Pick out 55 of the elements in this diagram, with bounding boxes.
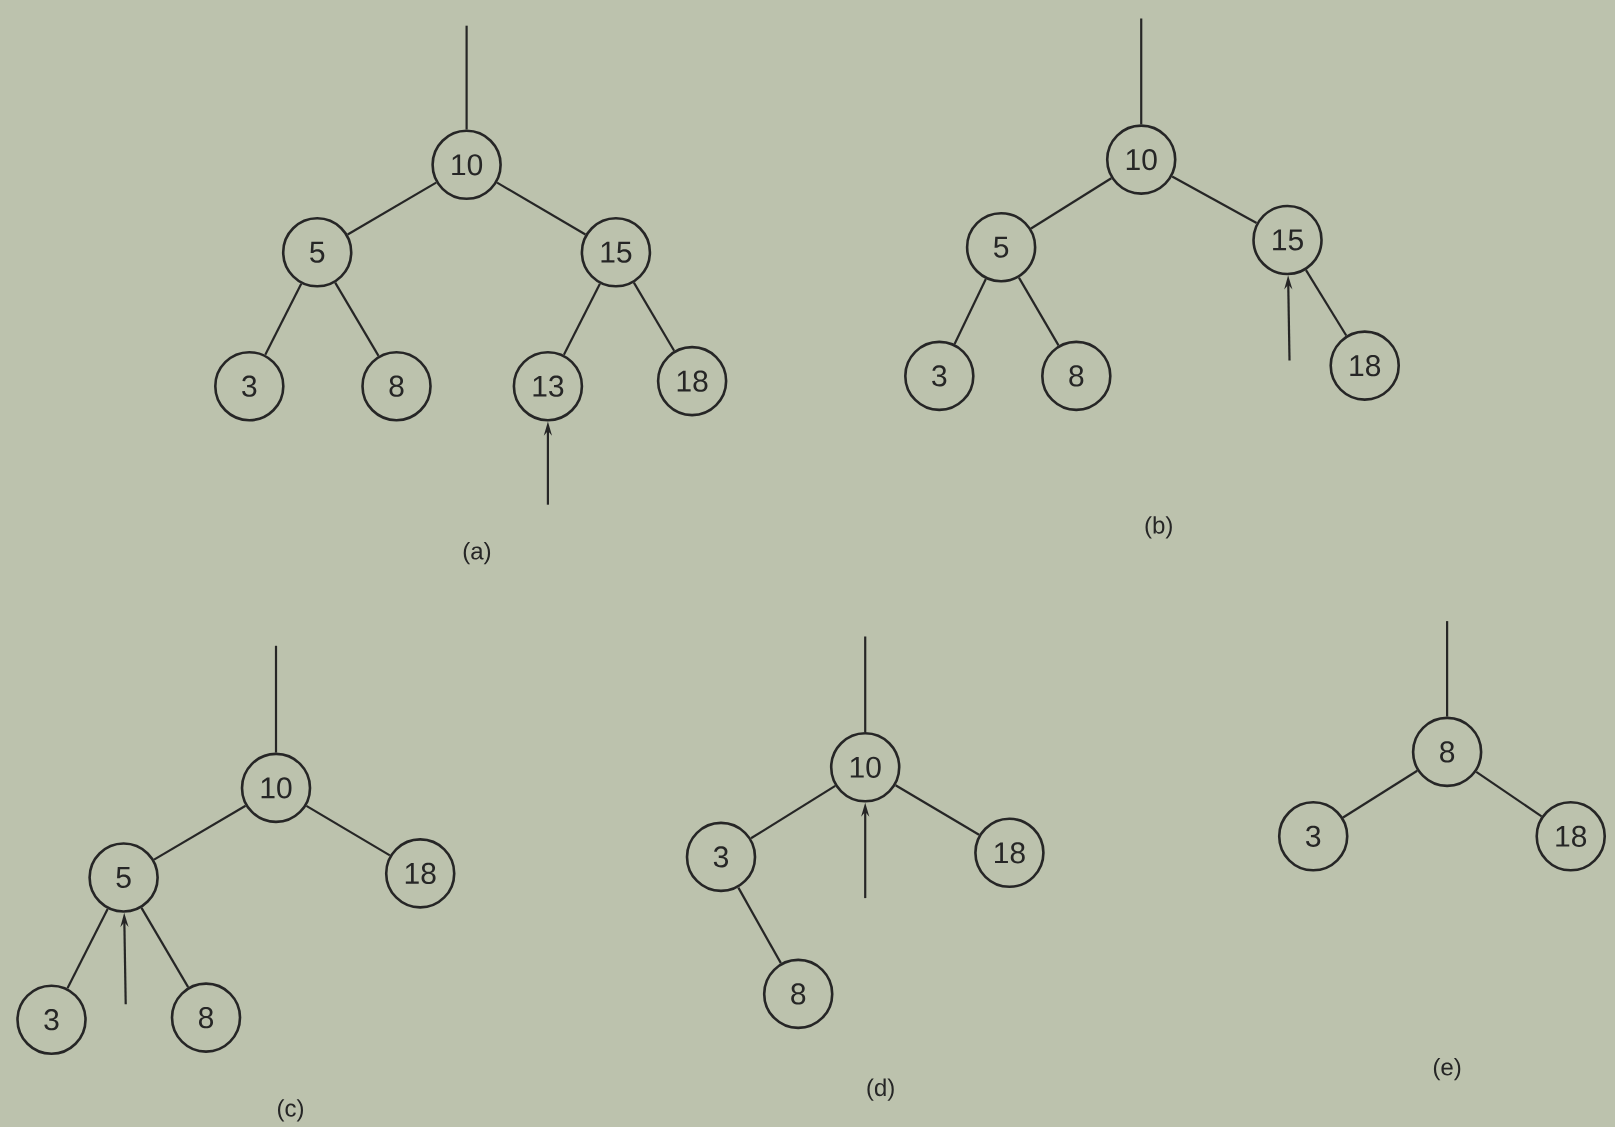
tree-edge xyxy=(1475,770,1543,818)
tree-edge xyxy=(334,282,380,357)
tree-node: 5 xyxy=(88,842,159,913)
tree-node: 3 xyxy=(16,984,87,1055)
tree-edge xyxy=(750,785,836,840)
tree-edge xyxy=(1017,277,1060,346)
panel-label: (b) xyxy=(1145,516,1172,539)
tree-node: 8 xyxy=(1041,340,1112,412)
tree-edge xyxy=(347,181,437,236)
tree-edge xyxy=(895,784,980,836)
tree-node: 15 xyxy=(1252,204,1323,276)
tree-node: 8 xyxy=(170,982,242,1053)
tree-edge xyxy=(305,804,391,857)
tree-node: 10 xyxy=(1105,124,1177,195)
tree-edge xyxy=(1030,177,1112,230)
tree-node: 8 xyxy=(361,350,432,422)
tree-node: 5 xyxy=(281,217,353,288)
root-line xyxy=(274,645,278,753)
tree-edge xyxy=(1305,269,1348,337)
tree-node: 10 xyxy=(240,752,312,824)
tree-edge xyxy=(153,804,247,861)
tree-edge xyxy=(562,283,601,356)
panel-label: (a) xyxy=(463,541,491,565)
tree-edge xyxy=(496,181,586,236)
tree-node: 10 xyxy=(829,732,901,803)
tree-edge xyxy=(1171,175,1258,224)
tree-edge xyxy=(632,282,676,352)
tree-node: 8 xyxy=(1411,716,1483,788)
root-line xyxy=(864,636,867,732)
tree-node: 13 xyxy=(512,350,584,422)
tree-node: 18 xyxy=(974,817,1045,889)
tree-node: 15 xyxy=(580,217,652,288)
tree-edge xyxy=(737,887,782,964)
panel-label: (d) xyxy=(867,1078,894,1101)
tree-node: 18 xyxy=(1329,330,1400,401)
tree-edge xyxy=(66,908,109,989)
tree-edge xyxy=(140,907,190,988)
panel-label: (c) xyxy=(278,1099,303,1122)
tree-node: 3 xyxy=(214,350,285,422)
tree-edge xyxy=(953,278,987,345)
tree-node: 10 xyxy=(431,129,502,201)
panel-label: (e) xyxy=(1433,1057,1461,1081)
tree-edge xyxy=(1342,769,1418,819)
tree-node: 18 xyxy=(656,345,728,417)
tree-edge xyxy=(264,283,303,356)
root-line xyxy=(465,25,468,130)
tree-node: 8 xyxy=(762,958,834,1030)
root-line xyxy=(1140,18,1143,125)
tree-node: 3 xyxy=(1277,801,1349,872)
root-line xyxy=(1446,621,1449,717)
tree-node: 18 xyxy=(384,838,456,909)
tree-node: 18 xyxy=(1535,801,1606,872)
tree-node: 3 xyxy=(904,340,975,412)
tree-node: 5 xyxy=(965,211,1037,283)
tree-node: 3 xyxy=(685,821,757,893)
